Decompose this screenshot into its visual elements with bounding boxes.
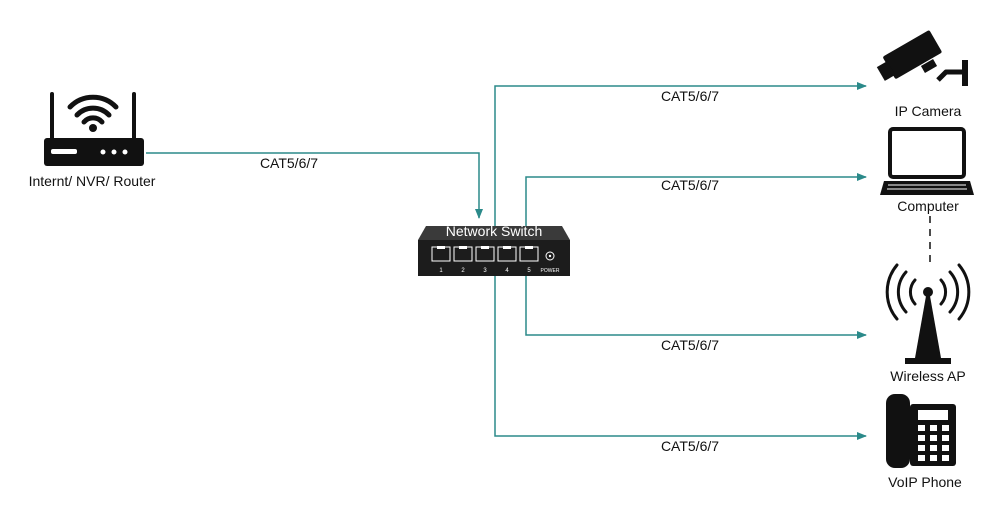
voip-phone-label: VoIP Phone (888, 474, 962, 490)
switch-port-number: 2 (461, 268, 465, 274)
link-label-computer: CAT5/6/7 (661, 177, 719, 193)
ip-camera-label: IP Camera (895, 103, 962, 119)
link-switch-wireless-ap (525, 276, 867, 339)
link-switch-computer (525, 173, 867, 226)
switch-port-number: 1 (439, 268, 443, 274)
wireless-ap-label: Wireless AP (890, 368, 965, 384)
switch-label: Network Switch (446, 223, 542, 239)
router-label: Internt/ NVR/ Router (29, 173, 156, 189)
laptop-icon (880, 127, 974, 195)
wireless-antenna-icon (885, 263, 971, 364)
link-router-switch (146, 152, 483, 219)
switch-port-number: 3 (483, 268, 487, 274)
network-switch-icon (418, 226, 570, 276)
switch-port-number: 5 (527, 268, 531, 274)
wifi-router-icon (44, 92, 144, 166)
link-switch-voip-phone (494, 276, 867, 440)
switch-power-label: POWER (541, 268, 560, 274)
links (146, 82, 867, 440)
switch-port-number: 4 (505, 268, 509, 274)
link-switch-ip-camera (494, 82, 867, 226)
link-label-wireless-ap: CAT5/6/7 (661, 337, 719, 353)
link-label-ip-camera: CAT5/6/7 (661, 88, 719, 104)
link-label-voip-phone: CAT5/6/7 (661, 438, 719, 454)
switch-port-numbers: 1 2 3 4 5 (439, 268, 531, 274)
cctv-camera-icon (876, 30, 968, 86)
computer-label: Computer (897, 198, 959, 214)
link-label-router-switch: CAT5/6/7 (260, 155, 318, 171)
desk-phone-icon (886, 394, 956, 468)
